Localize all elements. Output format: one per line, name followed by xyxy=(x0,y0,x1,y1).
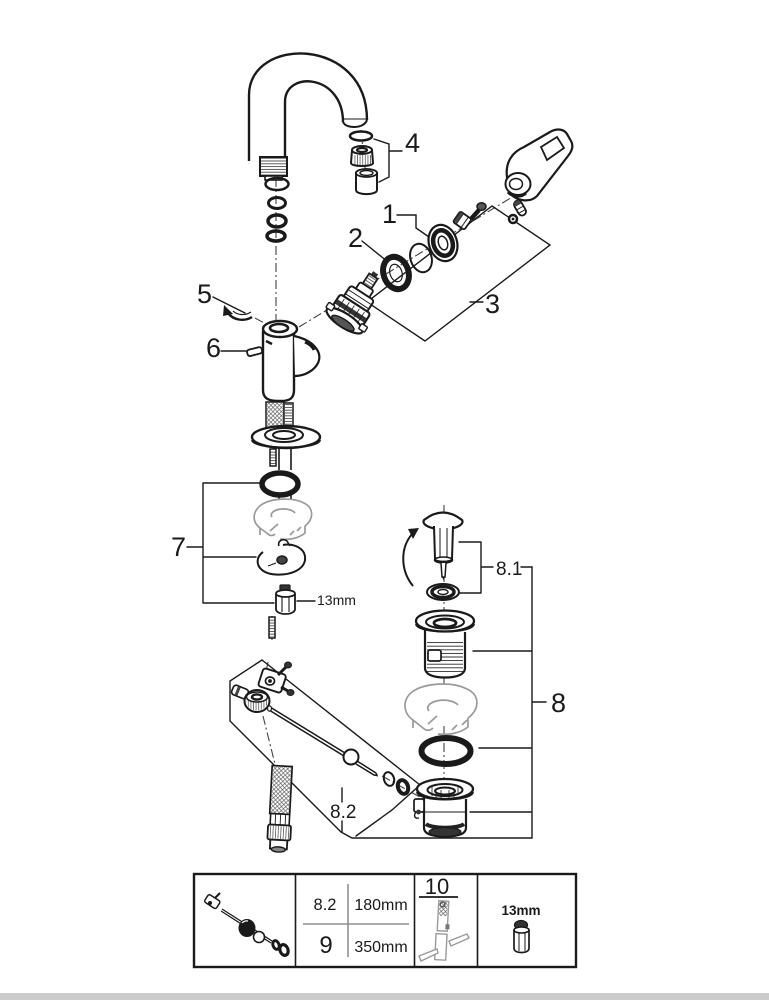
aerator-housing xyxy=(355,168,378,196)
rod-ball xyxy=(342,748,360,766)
callout-8-2-box-edge xyxy=(261,659,422,837)
callout-3: 3 xyxy=(485,289,500,319)
legend-len-350: 350mm xyxy=(354,939,407,956)
cartridge xyxy=(325,271,379,335)
callout-4: 4 xyxy=(405,128,420,158)
legend-ref-9: 9 xyxy=(319,932,332,959)
aerator-insert xyxy=(349,145,375,167)
drain-horseshoe-gray xyxy=(404,683,478,736)
body-pin xyxy=(246,346,264,357)
legend-wrench-size: 13mm xyxy=(501,903,540,918)
wrench-size-label: 13mm xyxy=(317,592,356,608)
clamp-screw-2 xyxy=(280,685,289,693)
mounting-nut xyxy=(275,584,296,615)
rod-o-rings xyxy=(382,771,411,796)
rotate-arrow xyxy=(402,528,419,587)
supply-hose xyxy=(266,764,294,853)
legend-mounting-tool xyxy=(418,900,470,962)
callout-lines xyxy=(186,138,552,839)
thin-o-ring xyxy=(409,242,433,274)
legend-ref-82: 8.2 xyxy=(314,896,337,914)
callout-8-1-bracket xyxy=(456,541,533,594)
drain-body-lower xyxy=(413,777,475,838)
handle-window xyxy=(539,135,566,162)
rod-clamp-block xyxy=(257,661,295,696)
handle-adapter xyxy=(452,211,472,231)
rod-knurled-nut xyxy=(243,689,271,713)
rotation-limiter-arrow xyxy=(223,305,253,321)
faucet-body xyxy=(246,319,321,403)
legend-len-180: 180mm xyxy=(354,897,407,914)
callout-2-leader xyxy=(361,240,389,263)
plug-seal-ring xyxy=(426,583,460,601)
footer-bar xyxy=(0,993,769,1000)
callout-6: 6 xyxy=(206,333,221,363)
legend-hex-nut xyxy=(513,919,530,954)
callout-8-bracket xyxy=(469,566,547,839)
spout-o-ring-stack xyxy=(264,176,290,243)
handle-ring xyxy=(507,213,519,225)
legend-tool-ref: 10 xyxy=(425,874,449,899)
swivel-spout xyxy=(247,52,369,181)
friction-ring xyxy=(380,253,412,293)
mounting-washer-gray xyxy=(253,498,313,541)
legend-table: 8.2 180mm 9 350mm 10 13mm xyxy=(192,872,578,969)
lever-handle xyxy=(504,128,574,202)
callout-4-bracket xyxy=(373,138,403,183)
callout-5-leader xyxy=(212,296,246,314)
cap-ring xyxy=(427,223,459,263)
body-o-ring xyxy=(259,470,301,498)
threaded-stud xyxy=(268,616,276,639)
drain-o-ring xyxy=(418,735,474,767)
base-escutcheon xyxy=(250,424,322,450)
callout-7: 7 xyxy=(171,532,186,562)
callout-5: 5 xyxy=(197,279,212,309)
callout-8-1: 8.1 xyxy=(496,559,522,580)
callout-7-bracket xyxy=(186,482,275,604)
mounting-horseshoe xyxy=(256,539,307,576)
callout-1: 1 xyxy=(382,199,397,229)
callout-8: 8 xyxy=(551,688,566,718)
legend-rod-assembly xyxy=(203,892,290,957)
handle-screw xyxy=(469,201,487,221)
aerator-washer xyxy=(348,130,374,142)
spout-thread xyxy=(261,158,286,175)
pop-up-rod xyxy=(266,705,379,777)
callout-2: 2 xyxy=(348,223,363,253)
callout-1-leader xyxy=(396,214,430,238)
mounting-shank xyxy=(269,448,292,500)
pop-up-plug xyxy=(422,511,464,580)
drain-flange xyxy=(414,609,476,679)
handle-plug xyxy=(513,199,527,217)
callout-8-2: 8.2 xyxy=(330,802,356,823)
clamp-screw-1 xyxy=(276,665,288,677)
